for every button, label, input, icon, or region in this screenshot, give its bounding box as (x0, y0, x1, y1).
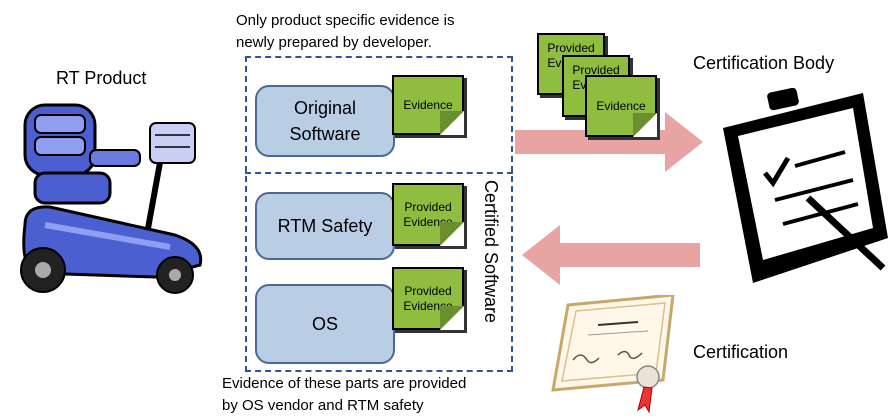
rtm-safety-label: RTM Safety (277, 216, 373, 236)
top-note-line2: newly prepared by developer. (236, 34, 432, 51)
bottom-note: Evidence of these parts are provided by … (222, 373, 466, 417)
certified-divider (245, 172, 513, 174)
original-software-line1: Original (293, 98, 356, 118)
clipboard-icon (723, 88, 888, 283)
os-provided-evidence-note: Provided Evidence (392, 267, 464, 330)
bottom-note-line1: Evidence of these parts are provided (222, 375, 467, 392)
certified-software-label: Certified Software (481, 180, 501, 324)
certification-body-label: Certification Body (693, 53, 835, 73)
certification-label: Certification (693, 342, 789, 362)
os-label: OS (311, 314, 338, 334)
stacked-back-line1: Provided (547, 41, 595, 55)
return-arrow (522, 225, 700, 285)
evidence-note-label: Evidence (403, 97, 453, 112)
rt-product-label: RT Product (56, 68, 147, 88)
certificate-icon (551, 295, 675, 413)
rtm-safety-box: RTM Safety (255, 192, 395, 260)
rtm-provided-line1: Provided (404, 199, 452, 214)
os-provided-line1: Provided (404, 283, 452, 298)
stacked-back-line2: Ev (547, 56, 562, 70)
original-software-box: Original Software (255, 85, 395, 157)
software-stack-frame (245, 56, 513, 372)
rtm-provided-evidence-note: Provided Evidence (392, 183, 464, 246)
os-box: OS (255, 284, 395, 364)
mobility-scooter-icon (20, 103, 203, 294)
rtm-provided-line2: Evidence (403, 214, 453, 229)
submit-arrow (515, 112, 703, 172)
top-note-line1: Only product specific evidence is (236, 12, 455, 29)
bottom-note-line2: by OS vendor and RTM safety (222, 397, 424, 414)
stacked-middle-line2: Ev (572, 78, 587, 92)
evidence-note: Evidence (392, 75, 464, 135)
stacked-middle-line1: Provided (572, 63, 620, 77)
original-software-line2: Software (289, 124, 361, 144)
stacked-front-label: Evidence (596, 98, 646, 113)
top-note: Only product specific evidence is newly … (236, 10, 454, 54)
stacked-evidence-front: Evidence (585, 75, 657, 137)
os-provided-line2: Evidence (403, 298, 453, 313)
